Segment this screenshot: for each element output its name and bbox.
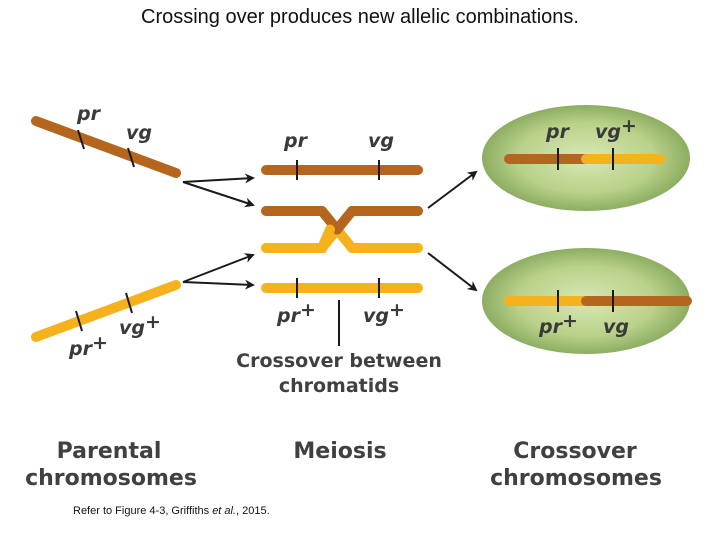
label-vg-top: vg — [126, 122, 152, 144]
arrow-top-up — [182, 173, 255, 184]
crossover-label-line2: chromatids — [279, 375, 399, 397]
parental-chromosome-top: pr vg — [31, 103, 181, 178]
crossing-chromatids — [261, 206, 423, 253]
arrow-to-recombinant-1 — [427, 170, 478, 209]
recombinant-chromosome-2: pr+ vg — [482, 248, 692, 354]
parental-chromosome-bottom: vg+ pr+ — [31, 280, 181, 360]
label-pr-plus-recomb2: pr+ — [538, 310, 578, 338]
label-pr-plus-bottom: pr+ — [68, 332, 108, 360]
locus-mark-pr — [77, 129, 85, 150]
locus-mark-vg-plus — [125, 292, 133, 314]
label-pr-plus-chromatid: pr+ — [276, 299, 316, 327]
arrow-top-down — [182, 181, 255, 208]
label-vg-plus-bottom: vg+ — [119, 311, 161, 339]
section-parental-line2: chromosomes — [25, 466, 197, 491]
arrow-to-recombinant-2 — [427, 252, 478, 292]
label-vg-plus-recomb1: vg+ — [595, 115, 637, 143]
section-crossover-line2: chromosomes — [490, 466, 662, 491]
locus-mark-pr-plus — [75, 310, 83, 332]
recombinant-chromosome-1: pr vg+ — [482, 105, 690, 211]
label-pr-chromatid: pr — [283, 130, 309, 152]
chromatid-1: pr vg — [261, 130, 423, 180]
label-pr-top: pr — [76, 103, 102, 125]
arrow-bottom-down — [182, 279, 255, 290]
reference-note: Refer to Figure 4-3, Griffiths et al., 2… — [73, 505, 270, 517]
label-vg-recomb2: vg — [603, 316, 629, 338]
label-vg-chromatid: vg — [368, 130, 394, 152]
reference-italic: et al. — [212, 505, 237, 517]
arrow-bottom-up — [182, 253, 255, 283]
reference-suffix: , 2015. — [236, 505, 270, 517]
locus-mark-vg — [127, 147, 135, 168]
section-meiosis: Meiosis — [293, 439, 386, 464]
label-vg-plus-chromatid: vg+ — [363, 299, 405, 327]
section-crossover-line1: Crossover — [513, 439, 637, 464]
label-pr-recomb1: pr — [545, 121, 571, 143]
chromatid-4: pr+ vg+ — [261, 278, 423, 327]
slide-title: Crossing over produces new allelic combi… — [141, 6, 579, 28]
crossover-label-line1: Crossover between — [236, 350, 442, 372]
section-parental-line1: Parental — [57, 439, 162, 464]
reference-prefix: Refer to Figure 4-3, Griffiths — [73, 505, 213, 517]
